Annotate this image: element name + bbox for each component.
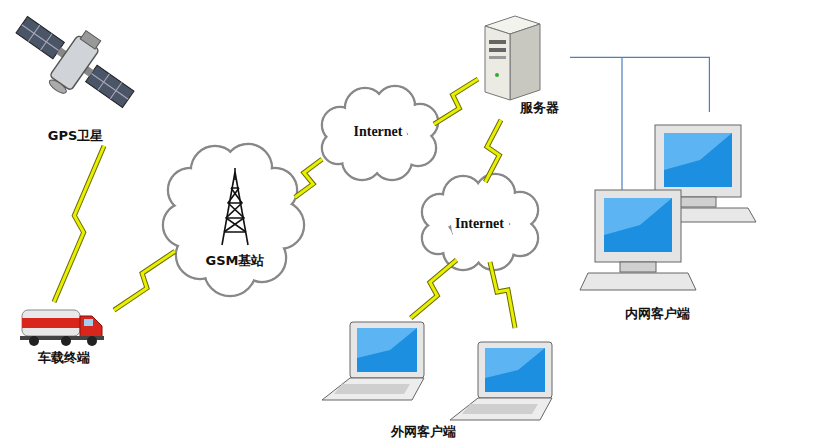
node-label: Internet bbox=[354, 124, 403, 140]
node-label: Internet bbox=[455, 216, 504, 232]
external-client-node: 外网客户端 bbox=[318, 318, 562, 441]
truck-icon bbox=[20, 310, 104, 346]
internet-cloud: Internet bbox=[422, 182, 537, 262]
node-label: GSM基站 bbox=[206, 253, 265, 269]
gsm-cloud: GSM基站 bbox=[175, 150, 295, 285]
cloud-shapes bbox=[163, 86, 538, 296]
gsm-tower-icon bbox=[222, 168, 248, 245]
node-label: 外网客户端 bbox=[391, 424, 456, 440]
server-icon bbox=[485, 16, 540, 100]
server-node: 服务器 bbox=[478, 12, 570, 120]
network-wire bbox=[570, 57, 709, 112]
internal-client-node: 内网客户端 bbox=[565, 112, 755, 328]
node-label: 服务器 bbox=[520, 100, 559, 116]
laptop-icons bbox=[322, 322, 552, 420]
satellite-node: GPS卫星 bbox=[28, 8, 123, 146]
lightning-bolt bbox=[490, 262, 515, 328]
gps-satellite-icon bbox=[2, 0, 146, 127]
lightning-bolt bbox=[411, 260, 457, 318]
node-label: 车载终端 bbox=[38, 350, 90, 366]
internet-cloud: Internet bbox=[322, 93, 434, 171]
lightning-bolt bbox=[485, 120, 501, 182]
vehicle-terminal-node: 车载终端 bbox=[14, 302, 114, 370]
lightning-bolt bbox=[434, 79, 478, 124]
lightning-bolt bbox=[114, 251, 175, 310]
lightning-bolt bbox=[54, 146, 104, 302]
node-label: GPS卫星 bbox=[48, 128, 104, 144]
desktop-pc-icons bbox=[580, 57, 756, 290]
lightning-bolt bbox=[295, 159, 322, 197]
node-label: 内网客户端 bbox=[625, 306, 690, 322]
